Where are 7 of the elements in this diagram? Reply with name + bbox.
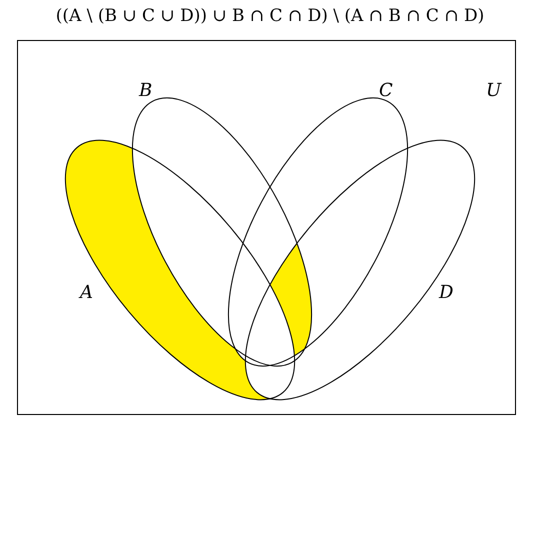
set-label: D: [439, 282, 454, 303]
set-label: B: [139, 80, 152, 101]
set-label: C: [379, 80, 393, 101]
set-label: A: [80, 282, 93, 303]
title: ((A \ (B ∪ C ∪ D)) ∪ B ∩ C ∩ D) \ (A ∩ B ∩ C ∩ D): [56, 6, 484, 26]
set-label: U: [486, 80, 502, 101]
universe-rectangle: [17, 40, 516, 415]
